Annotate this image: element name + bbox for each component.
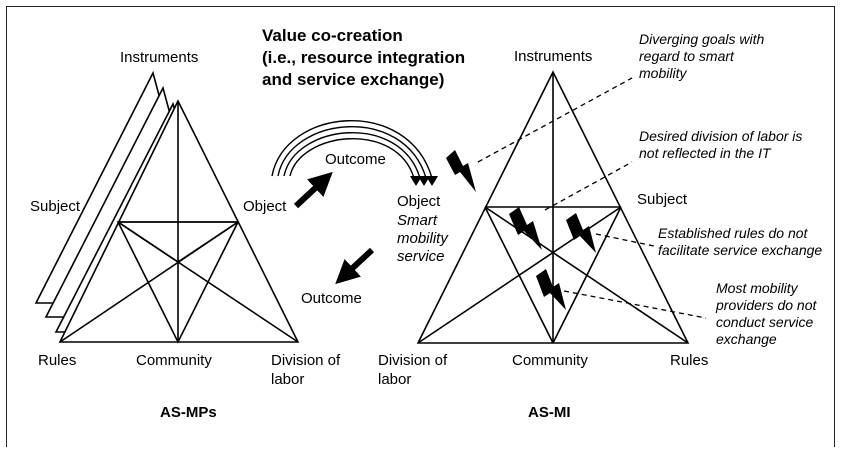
value-co-creation-arc <box>271 120 433 179</box>
outcome-top-label: Outcome <box>325 151 386 168</box>
lightning-bolt-icon <box>509 207 542 250</box>
tension-note-line: Diverging goals with <box>639 31 765 47</box>
lightning-bolt-icon <box>446 150 476 192</box>
tension-note-line: conduct service <box>716 314 814 330</box>
left-instruments-label: Instruments <box>120 49 199 66</box>
right-division-label-2: labor <box>378 371 412 388</box>
outcome-bottom-label: Outcome <box>301 290 362 307</box>
tension-note-line: Most mobility <box>716 280 798 296</box>
tension-note-line: mobility <box>639 65 687 81</box>
left-division-label-1: Division of <box>271 352 341 369</box>
left-community-label: Community <box>136 352 212 369</box>
left-rules-label: Rules <box>38 352 77 369</box>
left-division-label-2: labor <box>271 371 305 388</box>
center-object-label: Object <box>397 193 441 210</box>
smart-service-label-1: Smart <box>397 212 438 229</box>
tension-note-line: Desired division of labor is <box>639 128 803 144</box>
left-activity-system <box>34 70 300 344</box>
tension-leader-lines <box>477 77 707 319</box>
tension-note-line: providers do not <box>716 297 817 313</box>
right-rules-label: Rules <box>670 352 709 369</box>
smart-service-label-3: service <box>397 248 445 265</box>
left-inner-structure <box>59 101 299 344</box>
lightning-bolt-icon <box>536 269 566 310</box>
lightning-bolt-icon <box>446 150 596 310</box>
right-division-label-1: Division of <box>378 352 448 369</box>
title-line-2: (i.e., resource integration <box>262 48 466 67</box>
diagram-title: Value co-creation (i.e., resource integr… <box>262 25 465 91</box>
left-object-label: Object <box>243 198 287 215</box>
tension-note-line: facilitate service exchange <box>658 242 823 258</box>
tension-note-line: Established rules do not <box>658 225 808 241</box>
left-subject-label: Subject <box>30 198 81 215</box>
smart-service-label-2: mobility <box>397 230 448 247</box>
title-line-1: Value co-creation <box>262 26 403 45</box>
tension-note-division: Desired division of labor is not reflect… <box>639 128 802 162</box>
right-system-name: AS-MI <box>528 404 571 421</box>
tension-note-line: regard to smart <box>639 48 734 64</box>
tension-note-goals: Diverging goals with regard to smart mob… <box>639 31 764 82</box>
arrow-icon <box>293 171 375 285</box>
right-instruments-label: Instruments <box>514 48 593 65</box>
tension-note-providers: Most mobility providers do not conduct s… <box>716 280 816 348</box>
tension-note-line: not reflected in the IT <box>639 145 771 161</box>
left-system-name: AS-MPs <box>160 404 217 421</box>
tension-note-rules: Established rules do not facilitate serv… <box>658 225 822 259</box>
figure-frame <box>6 6 835 447</box>
tension-note-line: exchange <box>716 331 777 347</box>
right-community-label: Community <box>512 352 588 369</box>
right-subject-label: Subject <box>637 191 688 208</box>
lightning-bolt-icon <box>566 213 596 253</box>
arc-arrowheads <box>410 176 438 186</box>
title-line-3: and service exchange) <box>262 70 445 89</box>
